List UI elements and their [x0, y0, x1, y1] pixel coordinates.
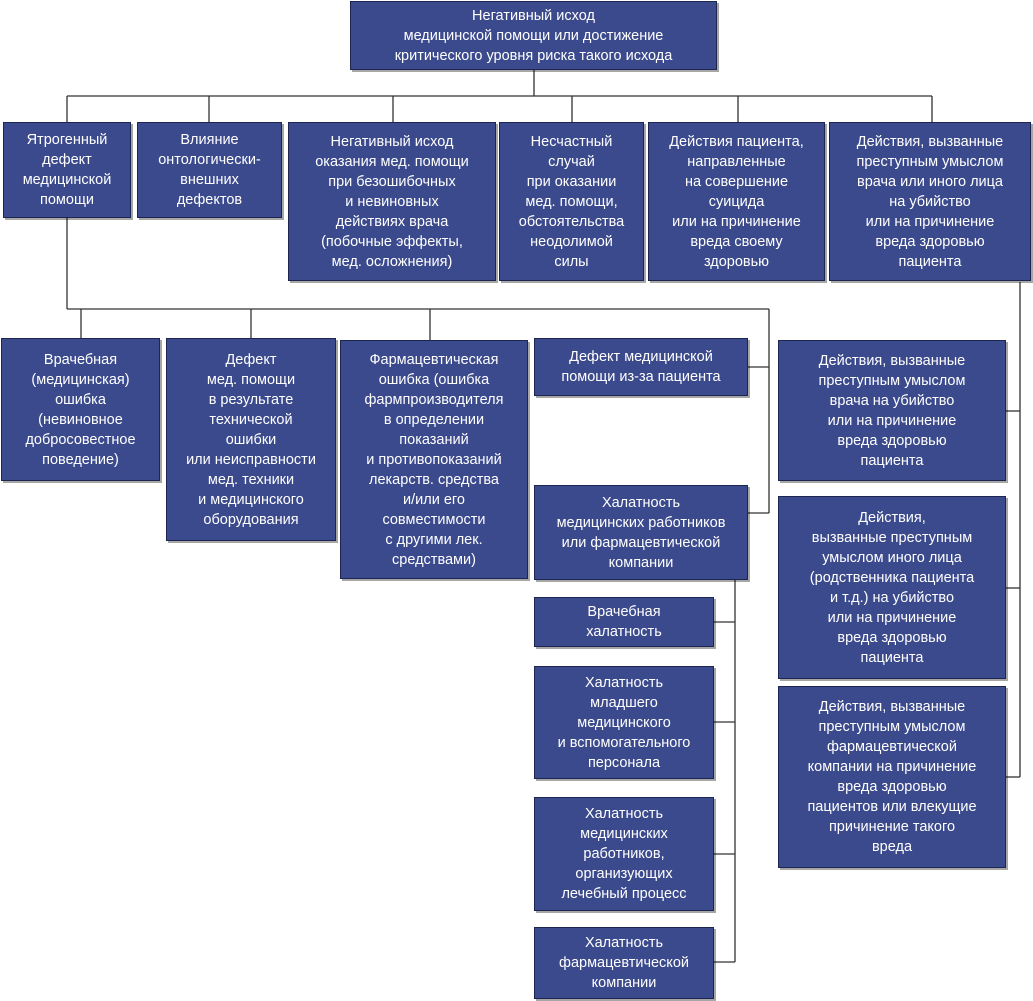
medical-error-box: Врачебная (медицинская) ошибка (невиновн… [1, 338, 160, 481]
pharma-error-box: Фармацевтическая ошибка (ошибка фармпрои… [340, 340, 528, 579]
other-person-criminal-intent-box: Действия, вызванные преступным умыслом и… [778, 496, 1006, 679]
technical-defect-box: Дефект мед. помощи в результате техничес… [166, 338, 336, 541]
accident-box: Несчастный случай при оказании мед. помо… [499, 122, 644, 281]
negligence-box: Халатность медицинских работников или фа… [534, 485, 748, 580]
organizers-negligence-box: Халатность медицинских работников, орган… [534, 797, 714, 911]
doctor-criminal-intent-box: Действия, вызванные преступным умыслом в… [778, 340, 1006, 481]
pharma-company-negligence-box: Халатность фармацевтической компании [534, 927, 714, 999]
negative-outcome-no-fault-box: Негативный исход оказания мед. помощи пр… [288, 122, 496, 281]
junior-staff-negligence-box: Халатность младшего медицинского и вспом… [534, 666, 714, 779]
criminal-intent-box: Действия, вызванные преступным умыслом в… [829, 122, 1031, 281]
pharma-criminal-intent-box: Действия, вызванные преступным умыслом ф… [778, 686, 1006, 868]
patient-actions-box: Действия пациента, направленные на совер… [648, 122, 825, 281]
patient-caused-defect-box: Дефект медицинской помощи из-за пациента [534, 338, 748, 396]
iatrogenic-defect-box: Ятрогенный дефект медицинской помощи [3, 122, 131, 218]
doctor-negligence-box: Врачебная халатность [534, 597, 714, 647]
ontological-defects-box: Влияние онтологически- внешних дефектов [137, 122, 282, 218]
root-negative-outcome-box: Негативный исход медицинской помощи или … [350, 1, 717, 70]
